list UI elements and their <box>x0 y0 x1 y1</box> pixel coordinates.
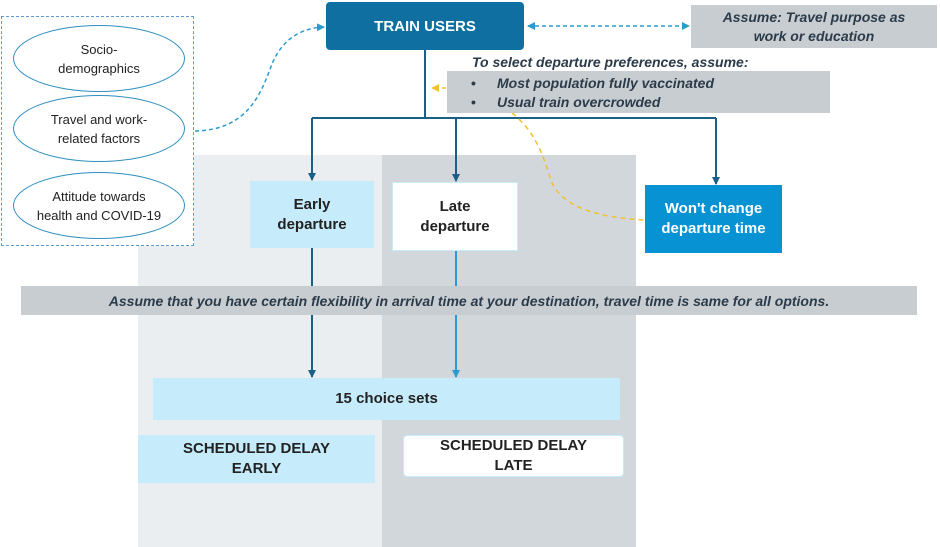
scheduled-delay-late-box: SCHEDULED DELAY LATE <box>403 435 624 477</box>
late-departure-box: Late departure <box>392 182 518 251</box>
scheduled-delay-early-box: SCHEDULED DELAY EARLY <box>138 435 375 483</box>
choice-sets-box: 15 choice sets <box>153 378 620 420</box>
scheduled-delay-late-label: SCHEDULED DELAY LATE <box>440 437 587 474</box>
factors-panel: Socio-demographics Travel and work-relat… <box>1 16 194 246</box>
preferences-caption: To select departure preferences, assume: <box>472 54 749 70</box>
list-item: • Usual train overcrowded <box>471 93 830 112</box>
factors-to-train-connector <box>194 23 325 132</box>
train-users-label: TRAIN USERS <box>374 17 476 35</box>
preferences-to-wont-change-connector <box>511 112 645 221</box>
wont-change-label: Won't change departure time <box>661 200 766 237</box>
flexibility-assumption-banner: Assume that you have certain flexibility… <box>21 286 917 315</box>
factor-label: Attitude towards health and COVID-19 <box>36 188 162 223</box>
early-departure-box: Early departure <box>250 181 374 248</box>
scheduled-delay-early-label: SCHEDULED DELAY EARLY <box>183 440 330 477</box>
bullet-icon: • <box>471 75 476 91</box>
factor-oval: Travel and work-related factors <box>13 95 185 162</box>
factor-oval: Socio-demographics <box>13 25 185 92</box>
travel-purpose-text: Assume: Travel purpose as work or educat… <box>722 8 906 44</box>
preferences-assumption-box: • Most population fully vaccinated • Usu… <box>447 71 830 113</box>
travel-purpose-assumption: Assume: Travel purpose as work or educat… <box>691 5 937 48</box>
factor-label: Travel and work-related factors <box>50 111 148 146</box>
wont-change-box: Won't change departure time <box>645 185 782 253</box>
early-departure-label: Early departure <box>277 195 347 233</box>
train-users-box: TRAIN USERS <box>326 2 524 50</box>
preference-bullet-text: Most population fully vaccinated <box>497 75 715 91</box>
factor-oval: Attitude towards health and COVID-19 <box>13 172 185 239</box>
factor-label: Socio-demographics <box>58 41 140 76</box>
late-departure-label: Late departure <box>420 197 490 235</box>
preference-bullet-text: Usual train overcrowded <box>497 94 661 110</box>
flexibility-note-text: Assume that you have certain flexibility… <box>108 292 830 309</box>
list-item: • Most population fully vaccinated <box>471 74 830 93</box>
bullet-icon: • <box>471 94 476 110</box>
choice-sets-label: 15 choice sets <box>335 390 438 407</box>
